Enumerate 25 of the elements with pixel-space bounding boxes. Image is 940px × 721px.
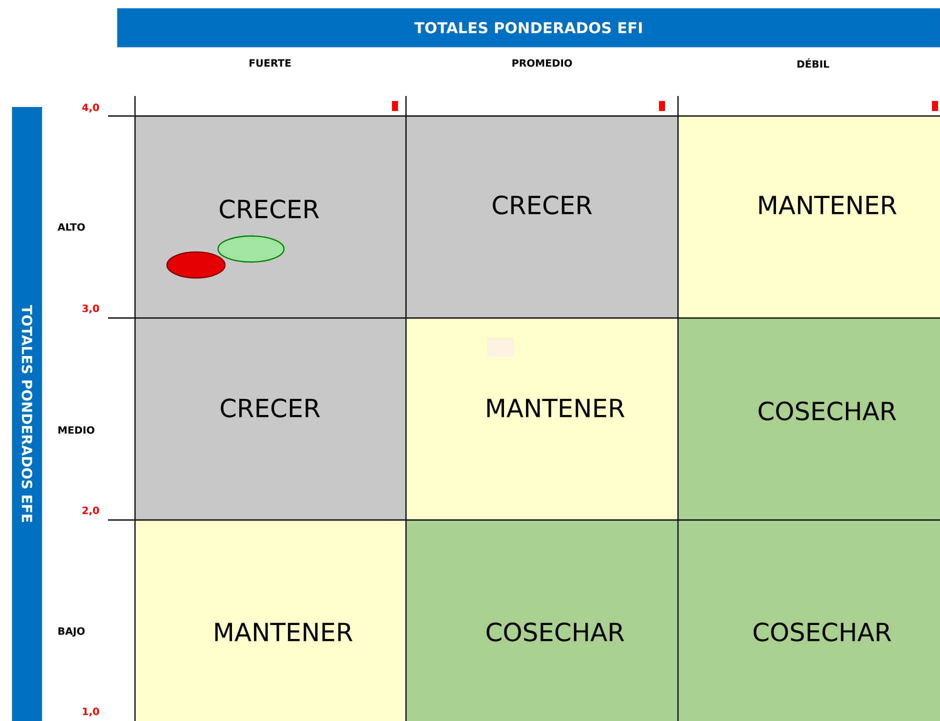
- matrix-cell: CRECER: [135, 318, 406, 520]
- bubble: [166, 251, 226, 279]
- matrix-cell: CRECER: [135, 116, 406, 318]
- axis-title: TOTALES PONDERADOS EFE: [22, 305, 32, 522]
- node-label: CRECER: [220, 200, 319, 218]
- row-label: BAJO: [58, 627, 85, 637]
- matrix-cell: MANTENER: [678, 116, 940, 318]
- node-label: CRECER: [220, 398, 320, 418]
- row-label: ALTO: [58, 223, 85, 231]
- matrix-cell: COSECHAR: [678, 318, 940, 520]
- tick-label: 2,0: [82, 506, 99, 516]
- row-label: MEDIO: [58, 426, 94, 434]
- column-label: FUERTE: [250, 59, 291, 67]
- matrix-cell: MANTENER: [135, 520, 406, 721]
- matrix-cell: MANTENER: [406, 318, 678, 520]
- matrix-cell: COSECHAR: [678, 520, 940, 721]
- title-banner: TOTALES PONDERADOS EFI: [117, 8, 940, 48]
- tick-label: 3,0: [82, 304, 99, 314]
- bubble: [217, 235, 285, 263]
- matrix-cell: CRECER: [406, 116, 678, 318]
- tick-label: 4,0: [82, 104, 99, 112]
- matrix-cell: COSECHAR: [406, 520, 678, 721]
- tick-label: 1,0: [82, 708, 99, 716]
- column-label: PROMEDIO: [512, 59, 572, 67]
- column-label: DÉBIL: [798, 58, 830, 68]
